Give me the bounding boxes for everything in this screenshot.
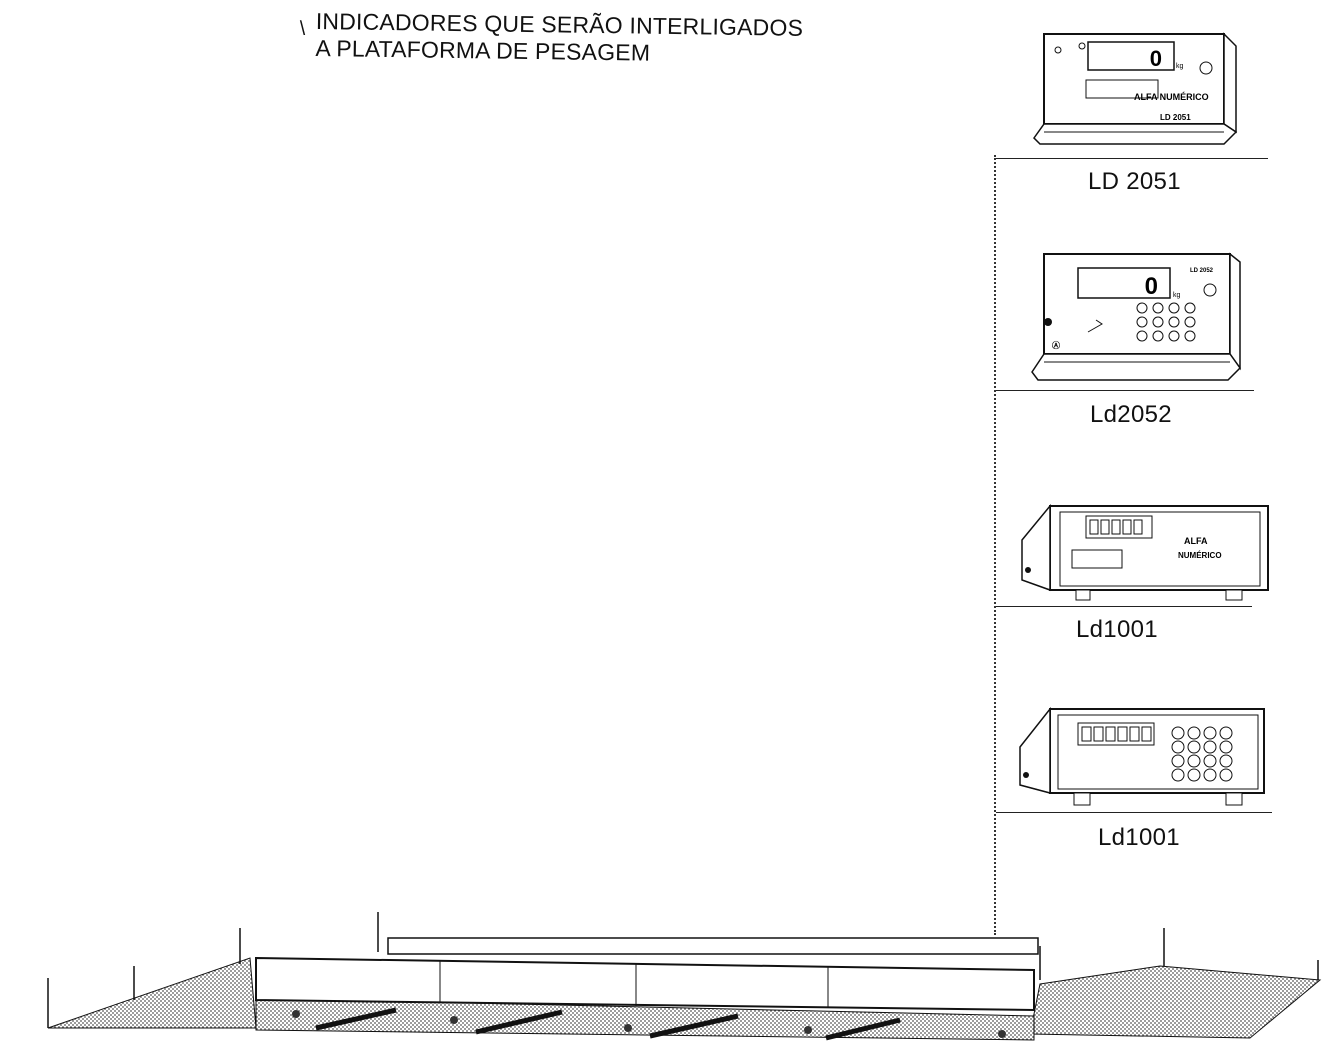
- brand-line-2: NUMÉRICO: [1178, 551, 1222, 560]
- indicator-ld2051-drawing: 0 kg ALFA NUMÉRICO LD 2051: [1033, 32, 1238, 145]
- diagram-title: \ INDICADORES QUE SERÃO INTERLIGADOS A P…: [300, 8, 804, 69]
- indicator-ld1001-keypad-drawing: [1019, 706, 1265, 806]
- connector-line: [994, 155, 996, 935]
- indicator-ld2052-drawing: 0 kg LD 2052 Ⓐ: [1031, 252, 1241, 381]
- weighing-platform-drawing: [47, 912, 1322, 1041]
- divider-1: [996, 158, 1268, 159]
- display-unit: kg: [1173, 292, 1181, 299]
- tick-mark: \: [299, 17, 306, 40]
- brand-line-1: ALFA: [1184, 536, 1208, 546]
- display-unit: kg: [1176, 63, 1184, 70]
- brand-logo: LD 2051: [1160, 113, 1191, 122]
- divider-4: [996, 812, 1272, 813]
- svg-text:Ⓐ: Ⓐ: [1052, 340, 1060, 350]
- display-value: 0: [1150, 46, 1162, 71]
- indicator-label-2: Ld2052: [1090, 401, 1172, 428]
- brand-label: ALFA NUMÉRICO: [1134, 92, 1209, 102]
- indicator-label-4: Ld1001: [1098, 824, 1180, 851]
- model-logo: LD 2052: [1190, 268, 1214, 274]
- display-value: 0: [1145, 273, 1158, 300]
- divider-2: [996, 390, 1254, 391]
- indicator-label-1: LD 2051: [1088, 168, 1181, 195]
- indicator-ld1001-drawing: ALFA NUMÉRICO: [1021, 503, 1269, 601]
- divider-3: [996, 606, 1252, 607]
- indicator-label-3: Ld1001: [1076, 616, 1158, 643]
